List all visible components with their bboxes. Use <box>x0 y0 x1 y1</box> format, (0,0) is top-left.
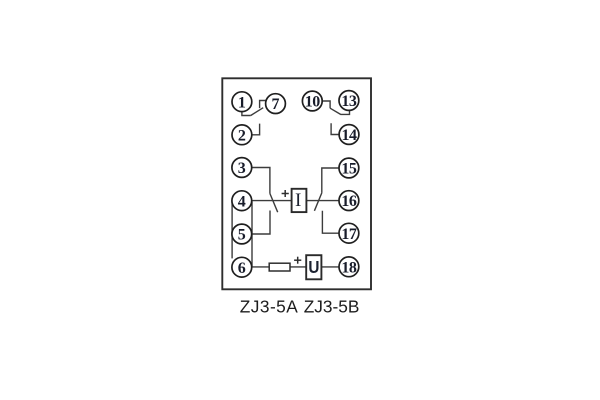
svg-text:4: 4 <box>238 193 246 210</box>
svg-text:15: 15 <box>341 161 357 178</box>
svg-text:ZJ3-5A: ZJ3-5A <box>240 297 298 317</box>
svg-text:5: 5 <box>238 227 246 244</box>
svg-text:3: 3 <box>238 160 246 177</box>
svg-text:17: 17 <box>341 226 357 243</box>
svg-text:2: 2 <box>238 127 246 144</box>
svg-text:7: 7 <box>272 96 280 113</box>
svg-text:13: 13 <box>341 93 357 110</box>
svg-text:I: I <box>295 190 301 211</box>
svg-text:18: 18 <box>341 259 357 276</box>
svg-text:ZJ3-5B: ZJ3-5B <box>304 297 360 317</box>
svg-text:1: 1 <box>238 94 246 111</box>
svg-text:U: U <box>308 257 319 277</box>
svg-text:16: 16 <box>341 193 357 210</box>
svg-text:6: 6 <box>238 260 246 277</box>
svg-text:14: 14 <box>342 127 358 144</box>
svg-text:10: 10 <box>305 94 321 111</box>
